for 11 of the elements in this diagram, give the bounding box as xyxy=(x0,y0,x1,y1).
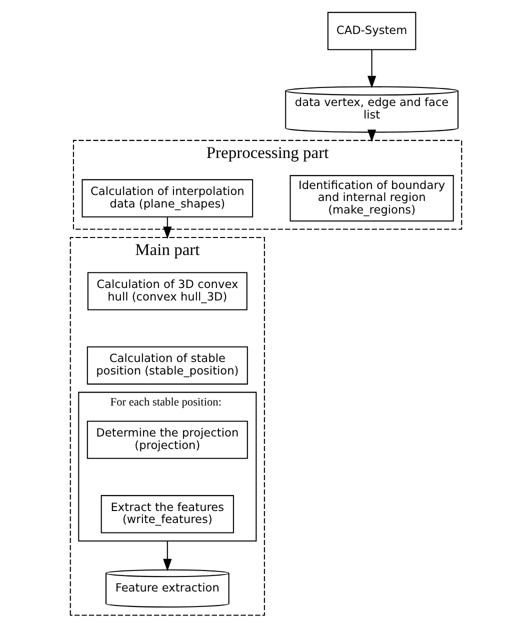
node-box: Extract the features (write_features) xyxy=(100,495,234,534)
node-box: Calculation of stable position (stable_position) xyxy=(86,346,248,385)
arrow xyxy=(367,50,376,88)
node-box: Calculation of 3D convex hull (convex hull_3D) xyxy=(87,272,248,310)
node-box: CAD-System xyxy=(327,12,416,50)
node-box: Determine the projection (projection) xyxy=(86,420,248,459)
node-box: Calculation of interpolation data (plane_shapes) xyxy=(82,179,254,218)
arrow xyxy=(163,540,172,572)
node-box: Identification of boundary and internal region (make_regions) xyxy=(290,175,454,222)
arrow xyxy=(163,217,172,240)
arrow xyxy=(367,130,376,142)
